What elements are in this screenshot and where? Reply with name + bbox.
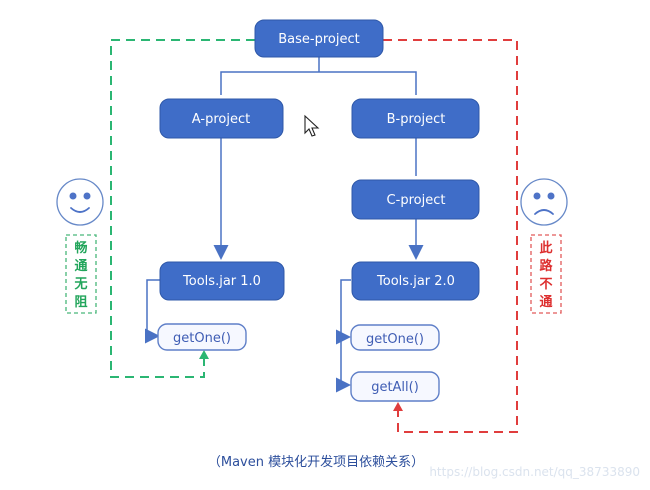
red-blocked-path bbox=[383, 39, 518, 433]
tools1-to-getone-connector bbox=[145, 279, 160, 344]
left-getone-label: getOne() bbox=[173, 331, 231, 346]
left-note-char-1: 畅 bbox=[74, 240, 87, 256]
right-status-note: 此 路 不 通 bbox=[530, 234, 562, 314]
b-project-node[interactable]: B-project bbox=[351, 98, 480, 139]
mouse-pointer-icon bbox=[304, 114, 320, 137]
happy-face-icon bbox=[56, 178, 104, 226]
sad-face-icon bbox=[520, 178, 568, 226]
a-project-label: A-project bbox=[192, 112, 250, 127]
b-project-label: B-project bbox=[387, 112, 446, 127]
tools-jar-2-node[interactable]: Tools.jar 2.0 bbox=[351, 261, 480, 301]
right-getall-method[interactable]: getAll() bbox=[350, 371, 440, 402]
right-getone-method[interactable]: getOne() bbox=[350, 324, 440, 351]
tools2-to-getall-connector bbox=[336, 337, 351, 393]
tools-jar-1-node[interactable]: Tools.jar 1.0 bbox=[159, 261, 285, 301]
green-path-arrow bbox=[199, 350, 209, 359]
left-note-char-3: 无 bbox=[73, 277, 87, 292]
left-getone-method[interactable]: getOne() bbox=[157, 323, 247, 351]
c-project-node[interactable]: C-project bbox=[351, 179, 480, 220]
tools2-to-getone-connector bbox=[336, 279, 351, 345]
left-note-char-4: 阻 bbox=[74, 295, 87, 310]
right-note-char-3: 不 bbox=[539, 277, 552, 292]
tools-jar-2-label: Tools.jar 2.0 bbox=[376, 274, 455, 289]
base-to-children-connector bbox=[220, 57, 417, 95]
base-project-node[interactable]: Base-project bbox=[254, 19, 384, 58]
a-project-node[interactable]: A-project bbox=[159, 98, 284, 139]
red-path-arrow bbox=[393, 402, 403, 411]
left-status-note: 畅 通 无 阻 bbox=[65, 234, 97, 314]
c-project-label: C-project bbox=[387, 193, 446, 208]
right-getone-label: getOne() bbox=[366, 332, 424, 347]
left-note-char-2: 通 bbox=[74, 258, 87, 274]
watermark-url: https://blog.csdn.net/qq_38733890 bbox=[429, 465, 640, 479]
green-success-path bbox=[110, 39, 255, 378]
right-note-char-2: 路 bbox=[539, 258, 553, 274]
right-note-char-1: 此 bbox=[539, 240, 552, 256]
diagram-caption: （Maven 模块化开发项目依赖关系） bbox=[208, 454, 424, 470]
tools-jar-1-label: Tools.jar 1.0 bbox=[182, 274, 261, 289]
right-note-char-4: 通 bbox=[539, 294, 552, 310]
base-project-label: Base-project bbox=[278, 32, 359, 47]
right-getall-label: getAll() bbox=[371, 380, 419, 395]
